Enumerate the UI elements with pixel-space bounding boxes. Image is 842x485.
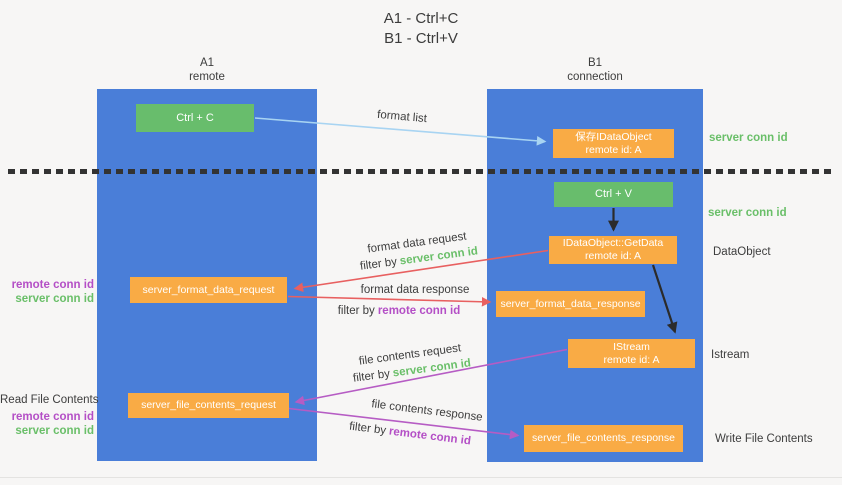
lane-a1-subtitle: remote (189, 71, 225, 83)
filter-by-text: filter by (348, 420, 387, 438)
remote-conn-id-text: remote conn id (388, 425, 472, 448)
remote-conn-id-text: remote conn id (377, 305, 461, 317)
remote-conn-id-text: remote conn id (11, 279, 94, 291)
page-title: A1 - Ctrl+C B1 - Ctrl+V (0, 9, 842, 49)
node-server-format-data-request-label: server_format_data_request (142, 283, 275, 296)
node-ctrl-c-label: Ctrl + C (176, 111, 214, 124)
annotation-left-conn-ids-mid: remote conn id server conn id (0, 279, 94, 306)
lane-b1-title: B1 (587, 57, 603, 69)
node-server-file-contents-request: server_file_contents_request (128, 393, 289, 418)
node-server-format-data-request: server_format_data_request (130, 277, 287, 303)
server-conn-id-text: server conn id (15, 424, 94, 437)
arrow-format-data-response (287, 295, 492, 307)
node-idataobject-getdata-line1: IDataObject::GetData (562, 237, 664, 249)
annotation-server-conn-id-mid: server conn id (708, 207, 787, 219)
lane-b1-subtitle: connection (567, 71, 623, 83)
lane-header-a1: A1 remote (97, 56, 317, 84)
node-ctrl-v: Ctrl + V (554, 182, 673, 207)
node-istream-line2: remote id: A (603, 353, 660, 366)
session-divider-dotted-line (8, 169, 836, 174)
node-server-file-contents-response-label: server_file_contents_response (531, 432, 675, 444)
node-save-idataobject-line1: 保存IDataObject (575, 130, 652, 143)
bottom-hairline (0, 477, 842, 478)
annotation-istream: Istream (711, 349, 750, 361)
edge-label-format-data-response: format data response (360, 284, 470, 296)
node-idataobject-getdata: IDataObject::GetData remote id: A (549, 236, 677, 264)
lane-header-b1: B1 connection (487, 56, 703, 84)
edge-label-format-list: format list (376, 108, 428, 126)
filter-by-text: filter by (359, 255, 398, 273)
node-server-file-contents-response: server_file_contents_response (524, 425, 683, 452)
server-conn-id-text: server conn id (15, 292, 94, 305)
node-ctrl-c: Ctrl + C (136, 104, 254, 132)
filter-by-text: filter by (337, 305, 375, 317)
node-idataobject-getdata-line2: remote id: A (584, 250, 642, 262)
node-istream-line1: IStream (613, 340, 650, 353)
annotation-left-conn-ids-bottom: remote conn id server conn id (0, 411, 94, 438)
lane-a1-title: A1 (199, 57, 215, 69)
node-save-idataobject-line2: remote id: A (585, 143, 642, 156)
annotation-server-conn-id-top: server conn id (709, 132, 788, 144)
filter-by-text: filter by (352, 367, 391, 385)
annotation-write-file-contents: Write File Contents (715, 433, 813, 445)
annotation-dataobject: DataObject (713, 246, 771, 258)
node-server-format-data-response: server_format_data_response (496, 291, 645, 317)
node-server-file-contents-request-label: server_file_contents_request (141, 399, 276, 411)
node-istream: IStream remote id: A (568, 339, 695, 368)
title-line-2: B1 - Ctrl+V (384, 30, 458, 47)
node-server-format-data-response-label: server_format_data_response (500, 297, 641, 310)
remote-conn-id-text: remote conn id (11, 411, 94, 423)
annotation-read-file-contents: Read File Contents (0, 394, 99, 406)
node-ctrl-v-label: Ctrl + V (595, 188, 632, 200)
node-save-idataobject: 保存IDataObject remote id: A (553, 129, 674, 158)
edge-label-file-contents-response: file contents response (370, 398, 484, 424)
title-line-1: A1 - Ctrl+C (383, 10, 459, 27)
